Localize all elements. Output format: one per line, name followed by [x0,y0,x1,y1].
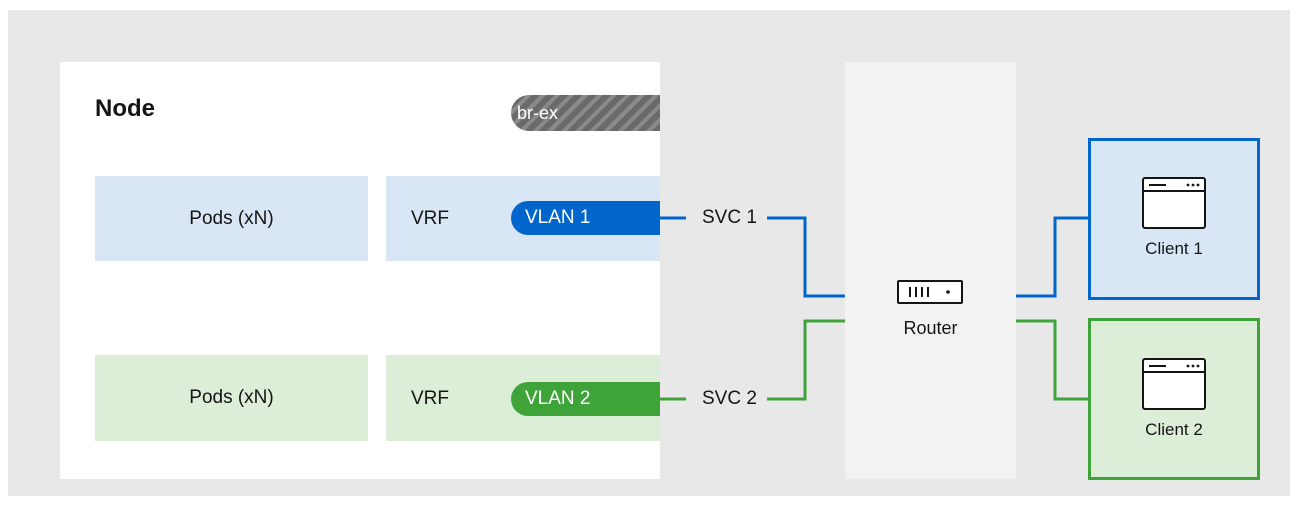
vlan-1-interface: VLAN 1 [511,201,660,235]
router-panel [845,62,1016,479]
pods-box-1: Pods (xN) [95,176,368,261]
router-to-client-2-line [1016,319,1088,401]
client-2-label: Client 2 [1145,420,1203,439]
vrf-label-1: VRF [411,208,449,229]
pods-label-2: Pods (xN) [189,387,274,408]
vlan-2-interface: VLAN 2 [511,382,660,416]
svc-2-label: SVC 2 [702,388,757,409]
browser-window-icon [1142,177,1206,229]
pods-label-1: Pods (xN) [189,207,274,229]
router-icon [897,280,963,304]
vrf-label-2: VRF [411,388,449,409]
svc-1-to-router-line [767,216,845,298]
browser-window-icon [1142,358,1206,410]
router-label: Router [903,318,958,338]
router-to-client-1-line [1016,216,1088,298]
node-title: Node [95,95,155,122]
client-1-box [1088,138,1260,300]
client-1-label: Client 1 [1145,239,1203,258]
svc-2-to-router-line [767,319,845,401]
svc-1-label: SVC 1 [702,207,757,228]
pods-box-2: Pods (xN) [95,355,368,441]
br-ex-bridge: br-ex [511,95,660,131]
